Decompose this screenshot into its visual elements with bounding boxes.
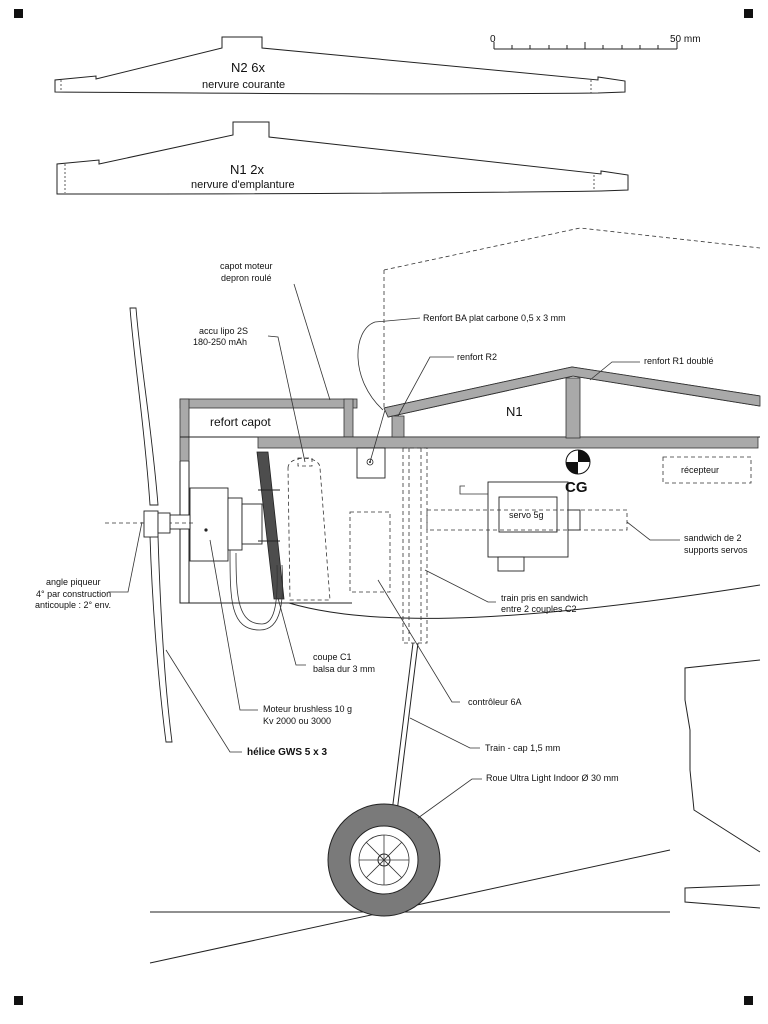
fuselage-side-view [149,366,761,964]
renfort-r2 [391,415,405,438]
label-coupe-line1: coupe C1 [313,652,352,662]
label-sandwich-line1: sandwich de 2 [684,533,742,543]
label-train-sandwich-line2: entre 2 couples C2 [501,604,577,614]
label-train: Train - cap 1,5 mm [485,743,560,753]
label-capot-line1: capot moteur [220,261,273,271]
cowl-top-strip [179,398,358,409]
label-cg: CG [565,479,588,496]
label-helice: hélice GWS 5 x 3 [247,747,327,758]
label-capot-line2: depron roulé [221,273,272,283]
cg-symbol [565,449,591,475]
rib-n1-title: N1 2x [230,162,264,177]
battery-outline [287,457,331,601]
scale-start-label: 0 [490,34,496,45]
rib-n2-subtitle: nervure courante [202,79,285,91]
annotations: capot moteur depron roulé accu lipo 2S 1… [35,261,748,783]
receiver-outline [662,456,752,484]
label-renfort-r2: renfort R2 [457,352,497,362]
label-refort-capot: refort capot [210,415,271,429]
label-moteur-line2: Kv 2000 ou 3000 [263,716,331,726]
corner-mark-top-right [744,9,753,18]
couple-c1 [256,451,285,600]
label-moteur-line1: Moteur brushless 10 g [263,704,352,714]
label-angle-line2: 4° par construction [36,589,111,599]
rib-n2-title: N2 6x [231,60,265,75]
wing-rib-n1-strip [383,366,761,418]
label-recepteur: récepteur [681,465,719,475]
label-accu-line1: accu lipo 2S [199,326,248,336]
corner-mark-bottom-left [14,996,23,1005]
speed-controller-outline [349,511,391,593]
propeller [129,307,173,743]
rib-n1: N1 2x nervure d'emplanture [56,121,629,195]
renfort-r1 [565,377,581,439]
scale-end-label: 50 mm [670,34,701,45]
registration-marks [14,9,753,1005]
label-angle-line3: anticouple : 2° env. [35,600,111,610]
wheel [327,803,441,917]
corner-mark-bottom-right [744,996,753,1005]
label-angle-line1: angle piqueur [46,577,101,587]
landing-gear-column [389,447,428,829]
label-sandwich-line2: supports servos [684,545,748,555]
label-renfort-ba: Renfort BA plat carbone 0,5 x 3 mm [423,313,566,323]
tail-partial [684,659,761,909]
leader-lines [108,283,680,819]
label-controleur: contrôleur 6A [468,697,522,707]
label-servo: servo 5g [509,510,544,520]
corner-mark-top-left [14,9,23,18]
label-train-sandwich-line1: train pris en sandwich [501,593,588,603]
fuselage-longeron [257,436,759,449]
rib-n1-subtitle: nervure d'emplanture [191,179,295,191]
scale-bar: 0 50 mm [490,34,701,50]
motor-assembly [105,487,283,631]
label-renfort-r1: renfort R1 doublé [644,356,714,366]
label-coupe-line2: balsa dur 3 mm [313,664,375,674]
label-accu-line2: 180-250 mAh [193,337,247,347]
label-roue: Roue Ultra Light Indoor Ø 30 mm [486,773,619,783]
phantom-outline [383,227,761,410]
servo [426,481,628,572]
rib-n2: N2 6x nervure courante [54,36,626,95]
cowl-right-strip [343,398,354,440]
cowl-left-strip [179,398,190,462]
label-n1: N1 [506,404,523,419]
